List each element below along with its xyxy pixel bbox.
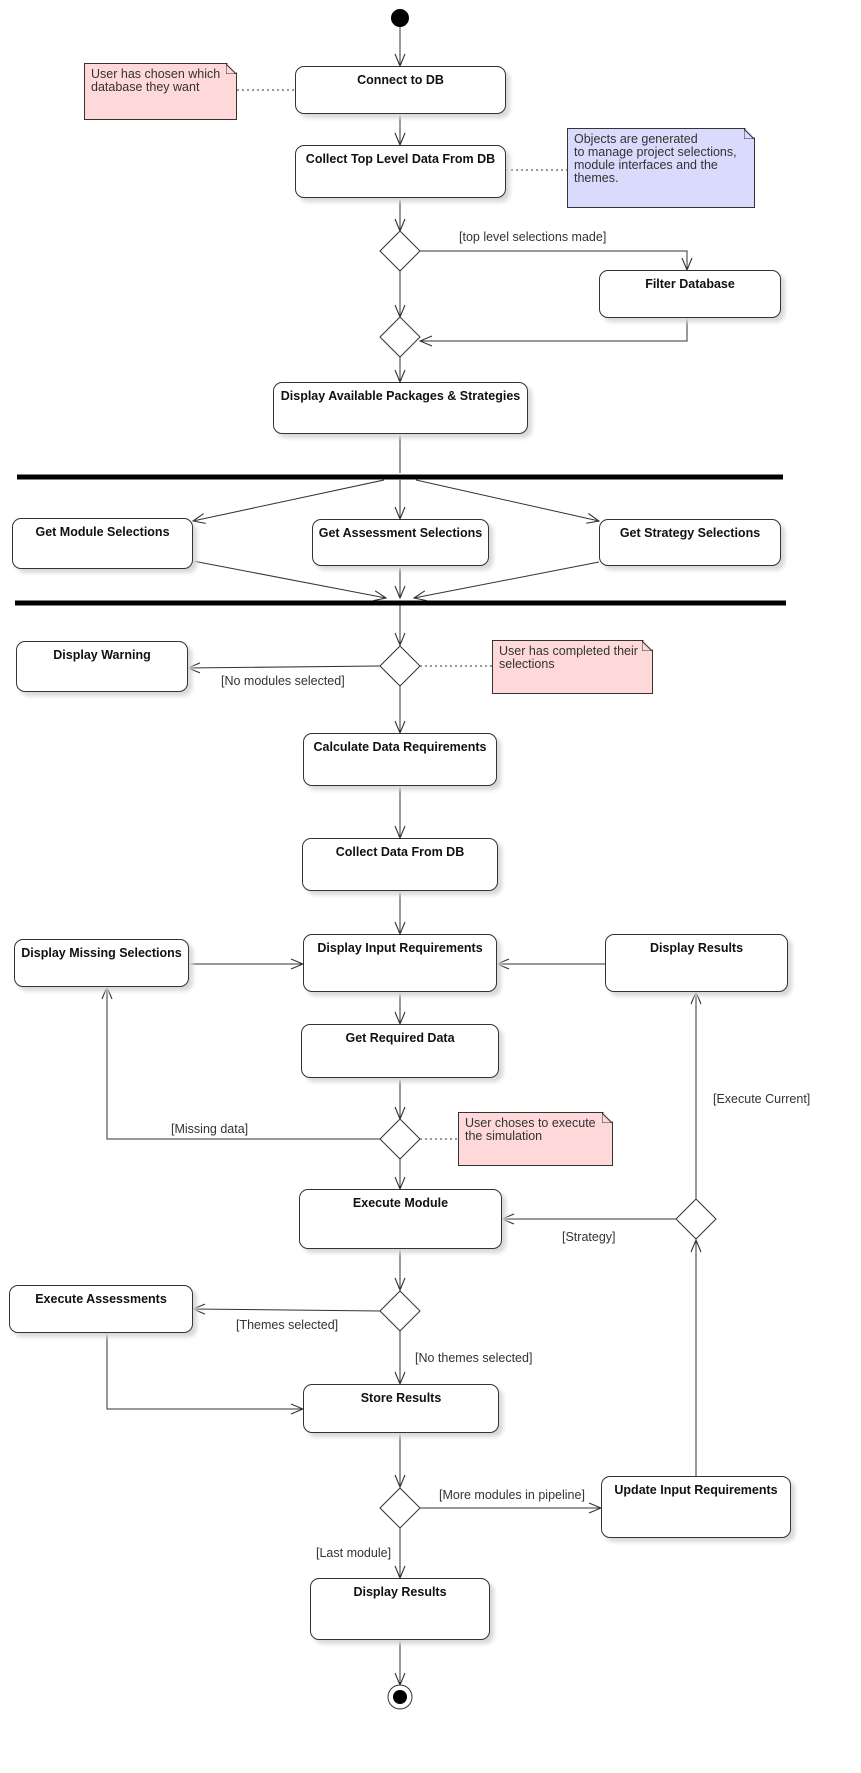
action-collect-top-level[interactable]: Collect Top Level Data From DB: [295, 145, 506, 198]
flow-decision5-assessments: [193, 1309, 381, 1311]
action-display-warning-label: Display Warning: [53, 648, 151, 662]
start-node: [391, 9, 409, 27]
action-store-results-label: Store Results: [360, 1391, 442, 1405]
note-fold-icon: [744, 129, 754, 139]
decision-pipeline: [379, 1487, 421, 1529]
note-selections-completed: User has completed their selections: [492, 640, 653, 694]
action-get-module-selections[interactable]: Get Module Selections: [12, 518, 193, 569]
action-connect-db-label: Connect to DB: [357, 73, 444, 87]
note-objects-generated-line-4: themes.: [574, 171, 619, 185]
action-get-assessment-selections-label: Get Assessment Selections: [318, 526, 483, 540]
guard-more-modules: [More modules in pipeline]: [439, 1488, 585, 1502]
action-collect-data-from-db[interactable]: Collect Data From DB: [302, 838, 498, 891]
note-objects-generated-line-2: to manage project selections,: [574, 145, 737, 159]
action-update-input-requirements[interactable]: Update Input Requirements: [601, 1476, 791, 1538]
note-db-chosen: User has chosen which database they want: [84, 63, 237, 120]
action-connect-db[interactable]: Connect to DB: [295, 66, 506, 114]
action-get-required-data-label: Get Required Data: [345, 1031, 455, 1045]
decision-strategy: [675, 1198, 717, 1240]
action-calculate-data-requirements[interactable]: Calculate Data Requirements: [303, 733, 497, 786]
flow-decision2-warning: [188, 666, 381, 668]
note-execute-simulation-line-1: User choses to execute: [465, 1116, 596, 1130]
action-display-results-right[interactable]: Display Results: [605, 934, 788, 992]
note-fold-icon: [602, 1113, 612, 1123]
note-fold-icon: [226, 64, 236, 74]
guard-top-level-selections: [top level selections made]: [459, 230, 607, 244]
guard-strategy: [Strategy]: [562, 1230, 616, 1244]
flow-strategy-join: [414, 561, 600, 598]
note-objects-generated-line-1: Objects are generated: [574, 132, 698, 146]
action-execute-module-label: Execute Module: [352, 1196, 449, 1210]
action-update-input-requirements-label: Update Input Requirements: [614, 1483, 778, 1497]
guard-no-modules-selected: [No modules selected]: [221, 674, 345, 688]
action-display-input-requirements[interactable]: Display Input Requirements: [303, 934, 497, 992]
action-display-results-final-label: Display Results: [353, 1585, 447, 1599]
action-get-strategy-selections[interactable]: Get Strategy Selections: [599, 519, 781, 566]
action-store-results[interactable]: Store Results: [303, 1384, 499, 1433]
action-execute-module[interactable]: Execute Module: [299, 1189, 502, 1249]
decision-missing-data: [379, 1118, 421, 1160]
action-calculate-data-requirements-label: Calculate Data Requirements: [313, 740, 487, 754]
action-filter-database[interactable]: Filter Database: [599, 270, 781, 318]
decision-top-level: [379, 230, 421, 272]
action-display-packages[interactable]: Display Available Packages & Strategies: [273, 382, 528, 434]
action-execute-assessments[interactable]: Execute Assessments: [9, 1285, 193, 1333]
action-execute-assessments-label: Execute Assessments: [35, 1292, 167, 1306]
guard-no-themes-selected: [No themes selected]: [415, 1351, 533, 1365]
action-collect-data-from-db-label: Collect Data From DB: [335, 845, 465, 859]
note-fold-icon: [642, 641, 652, 651]
decision-selections: [379, 645, 421, 687]
flow-fork-module: [193, 479, 385, 521]
note-db-chosen-line-1: User has chosen which: [91, 67, 221, 81]
flow-module-join: [192, 560, 386, 598]
note-db-chosen-line-2: database they want: [91, 80, 200, 94]
action-display-missing-selections[interactable]: Display Missing Selections: [14, 939, 189, 987]
action-get-strategy-selections-label: Get Strategy Selections: [619, 526, 761, 540]
flow-filter-merge: [420, 318, 688, 341]
flow-fork-strategy: [415, 479, 599, 521]
merge-filter: [379, 316, 421, 358]
note-selections-completed-line-1: User has completed their: [499, 644, 638, 658]
guard-missing-data: [Missing data]: [171, 1122, 249, 1136]
flow-assessments-store: [106, 1333, 303, 1409]
flow-decision3-missing: [107, 987, 380, 1140]
note-objects-generated-line-3: module interfaces and the: [574, 158, 718, 172]
action-display-packages-label: Display Available Packages & Strategies: [280, 389, 521, 403]
action-collect-top-level-label: Collect Top Level Data From DB: [305, 152, 496, 166]
guard-themes-selected: [Themes selected]: [236, 1318, 339, 1332]
guard-execute-current: [Execute Current]: [713, 1092, 811, 1106]
end-node-inner: [393, 1690, 407, 1704]
note-selections-completed-line-2: selections: [499, 657, 555, 671]
action-filter-database-label: Filter Database: [645, 277, 735, 291]
guard-last-module: [Last module]: [316, 1546, 392, 1560]
note-execute-simulation: User choses to execute the simulation: [458, 1112, 613, 1166]
action-display-warning[interactable]: Display Warning: [16, 641, 188, 692]
action-display-missing-selections-label: Display Missing Selections: [21, 946, 182, 960]
action-display-input-requirements-label: Display Input Requirements: [317, 941, 483, 955]
decision-themes: [379, 1290, 421, 1332]
flow-decision1-filter: [420, 250, 687, 270]
action-get-module-selections-label: Get Module Selections: [35, 525, 170, 539]
action-display-results-final[interactable]: Display Results: [310, 1578, 490, 1640]
action-display-results-right-label: Display Results: [649, 941, 744, 955]
action-get-assessment-selections[interactable]: Get Assessment Selections: [312, 519, 489, 566]
action-get-required-data[interactable]: Get Required Data: [301, 1024, 499, 1078]
note-objects-generated: Objects are generated to manage project …: [567, 128, 755, 208]
note-execute-simulation-line-2: the simulation: [465, 1129, 543, 1143]
